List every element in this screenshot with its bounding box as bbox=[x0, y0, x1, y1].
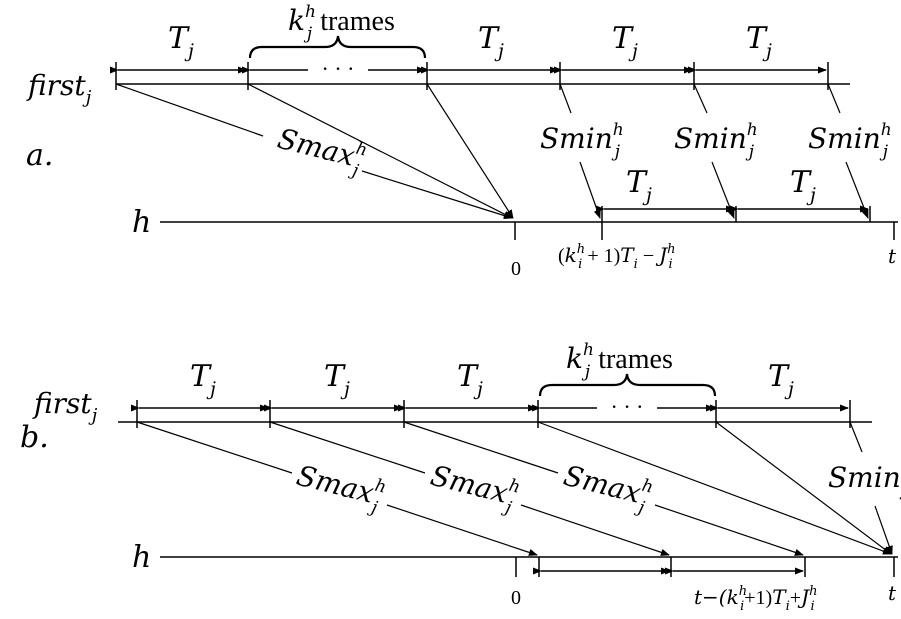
panel-b-smin-arrow bbox=[874, 505, 893, 555]
panel-b-h-label: h bbox=[132, 540, 151, 575]
panel-b-smax-arrow bbox=[520, 504, 670, 556]
panel-b-brace bbox=[538, 373, 717, 397]
panel-a-smax-arrow bbox=[361, 170, 513, 220]
panel-b-smax-arrow bbox=[654, 504, 804, 556]
panel-b-first-label: firstj bbox=[32, 387, 98, 426]
panel-a-smax-label: Smaxhj bbox=[273, 120, 370, 182]
panel-b-label: b. bbox=[20, 420, 49, 455]
panel-a-smin-line bbox=[693, 83, 708, 114]
panel-a-period-label: Tj bbox=[168, 21, 194, 62]
panel-b-smax-label: Smaxhj bbox=[426, 457, 523, 519]
panel-b-smax-label: Smaxhj bbox=[559, 457, 656, 519]
panel-b-arrow bbox=[537, 421, 892, 555]
panel-a-arrow bbox=[247, 83, 513, 219]
panel-a-h-label: h bbox=[132, 205, 151, 240]
panel-a-smin-arrow bbox=[579, 161, 601, 219]
panel-b-period-label: Tj bbox=[190, 359, 216, 400]
panel-a-dots: · · · bbox=[322, 56, 355, 81]
panel-b-t-label: t bbox=[888, 581, 897, 605]
panel-a-arrow bbox=[426, 83, 514, 219]
panel-b-period-label: Tj bbox=[768, 359, 794, 400]
panel-a-period-label: Tj bbox=[478, 21, 504, 62]
panel-b-zero-label: 0 bbox=[511, 587, 521, 609]
panel-b-smax-line bbox=[136, 421, 293, 474]
panel-a-period-label: Tj bbox=[746, 21, 772, 62]
panel-a-t-label: t bbox=[888, 244, 897, 268]
panel-b-smin-line bbox=[849, 421, 863, 453]
panel-a-zero-label: 0 bbox=[511, 258, 521, 280]
panel-a-smin-arrow bbox=[711, 161, 735, 219]
panel-b-arrow bbox=[715, 421, 892, 555]
panel-a-smin-arrow bbox=[845, 161, 869, 219]
panel-b-smax-label: Smaxhj bbox=[292, 457, 389, 519]
panel-a-label: a. bbox=[26, 138, 53, 173]
panel-b-period-label: Tj bbox=[457, 359, 483, 400]
panel-a-smin-line bbox=[827, 83, 841, 114]
panel-a-period-label: Tj bbox=[612, 21, 638, 62]
panel-a-brace bbox=[248, 35, 427, 59]
panel-a-smax-line bbox=[115, 83, 264, 137]
panel-a-bottom-period-label: Tj bbox=[626, 165, 652, 206]
panel-a-smin-line bbox=[559, 83, 572, 114]
panel-b-smax-line bbox=[403, 421, 559, 474]
panel-b-smax-arrow bbox=[386, 504, 538, 556]
panel-b-smax-line bbox=[269, 421, 426, 474]
panel-b-dots: · · · bbox=[611, 394, 644, 419]
panel-a-bottom-period-label: Tj bbox=[790, 165, 816, 206]
panel-b-period-label: Tj bbox=[324, 359, 350, 400]
panel-a-first-label: firstj bbox=[26, 69, 92, 108]
